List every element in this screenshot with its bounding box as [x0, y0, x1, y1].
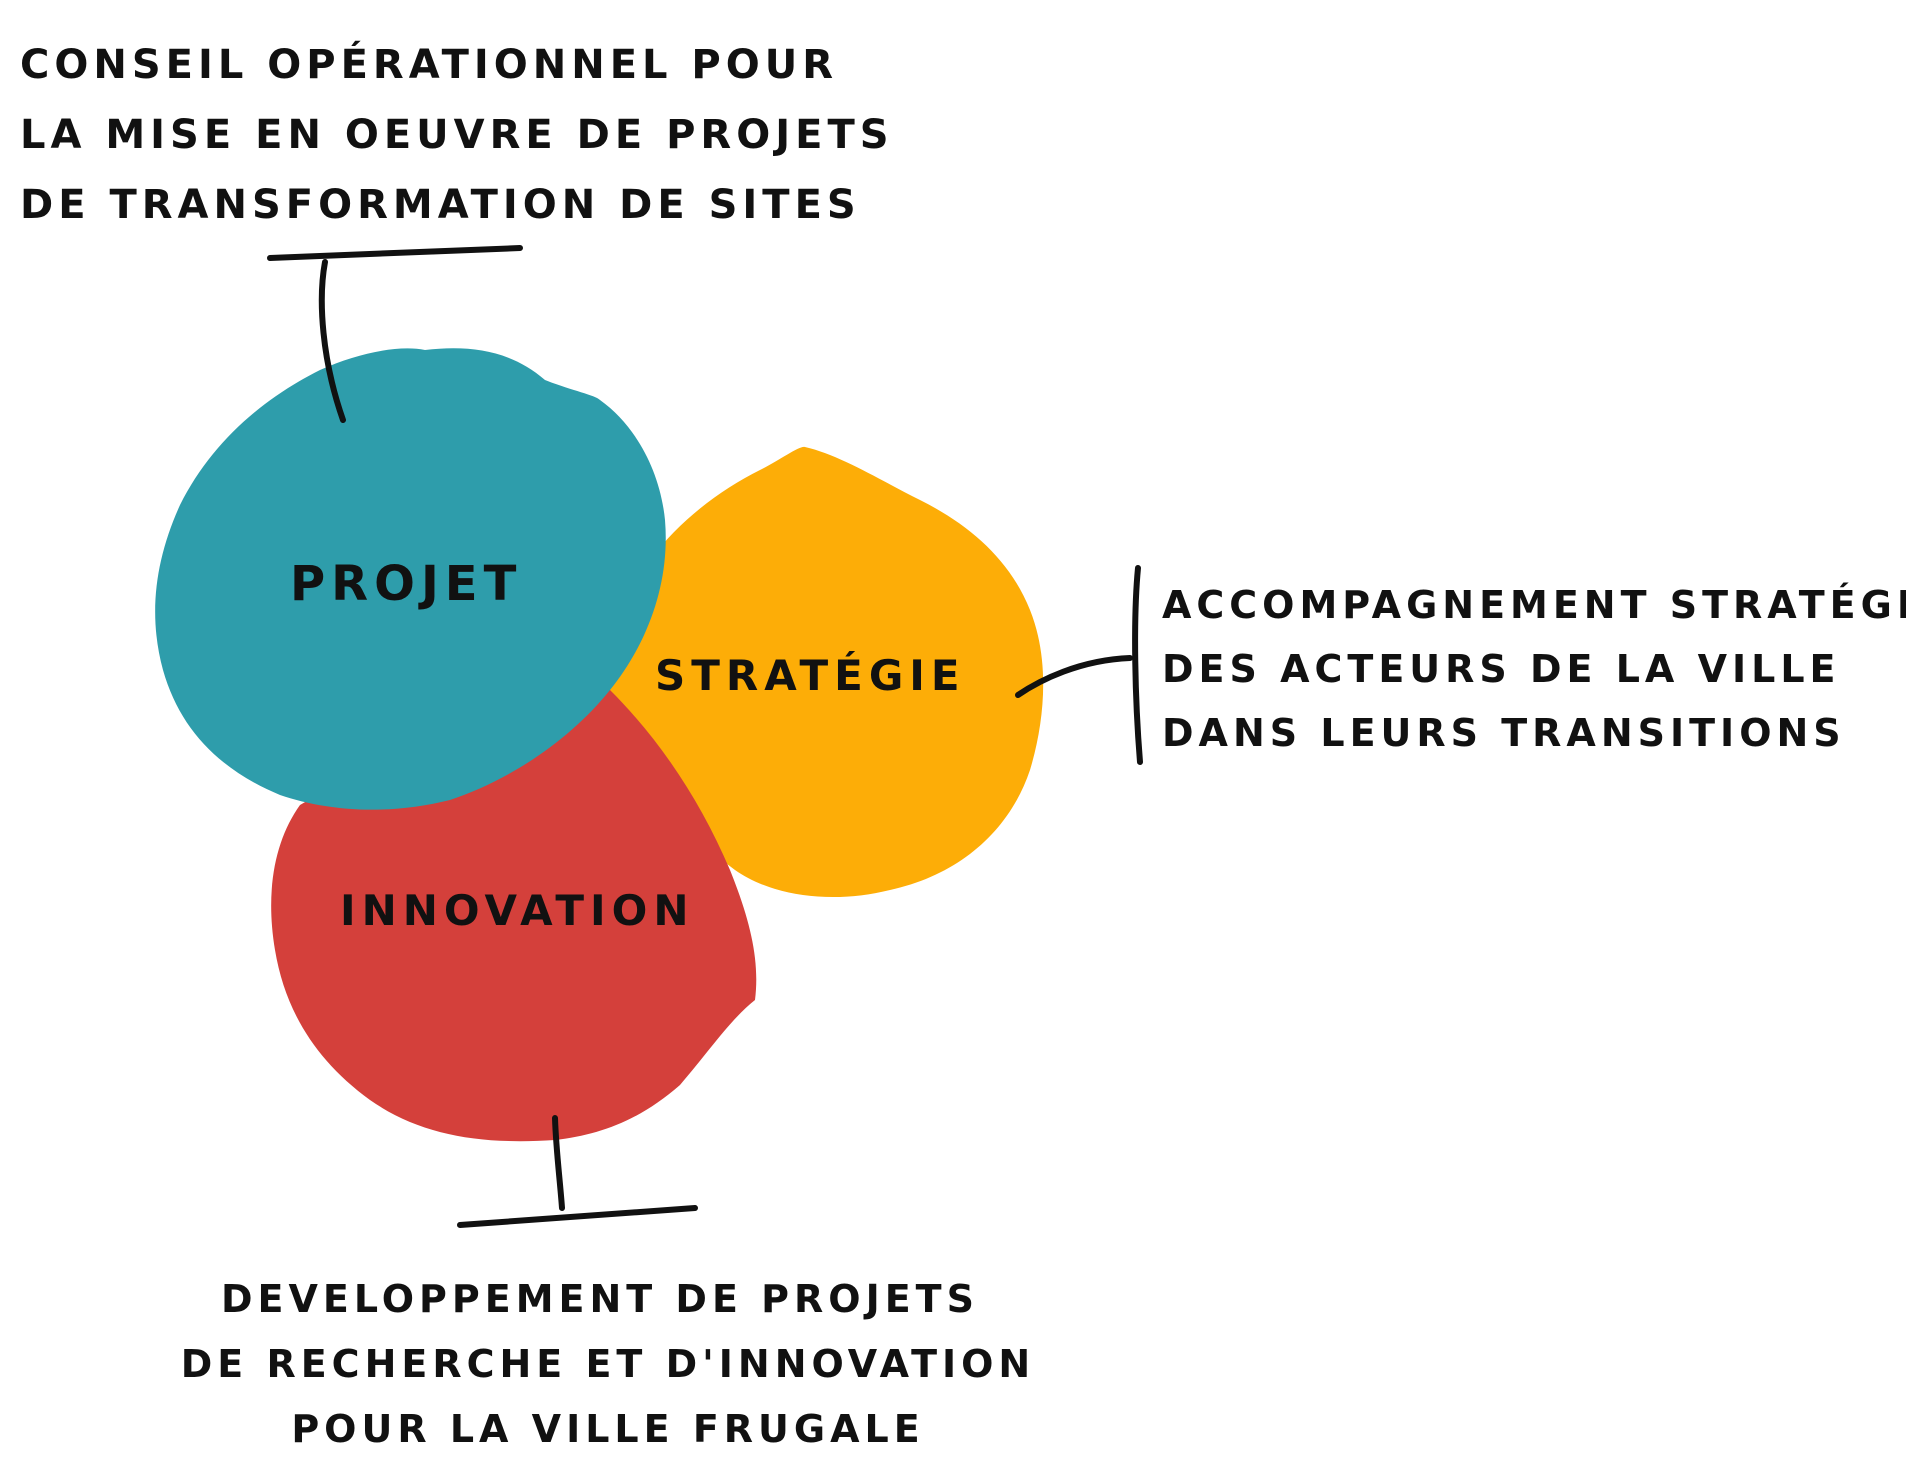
- projet-note-line-1: CONSEIL OPÉRATIONNEL POUR: [20, 40, 838, 88]
- strategie-note-line-1: ACCOMPAGNEMENT STRATÉGIQUE: [1162, 583, 1906, 627]
- strategie-note: ACCOMPAGNEMENT STRATÉGIQUE DES ACTEURS D…: [1162, 583, 1906, 755]
- strategie-note-line-2: DES ACTEURS DE LA VILLE: [1162, 647, 1841, 691]
- strategie-blob: [600, 446, 1044, 898]
- projet-note-line-3: DE TRANSFORMATION DE SITES: [20, 182, 861, 228]
- strategie-label: STRATÉGIE: [655, 650, 966, 700]
- innovation-note-line-2: DE RECHERCHE ET D'INNOVATION: [181, 1342, 1036, 1386]
- innovation-connector: [457, 1115, 698, 1228]
- innovation-note-line-1: DEVELOPPEMENT DE PROJETS: [221, 1277, 979, 1321]
- projet-note: CONSEIL OPÉRATIONNEL POUR LA MISE EN OEU…: [20, 40, 894, 228]
- innovation-note-line-3: POUR LA VILLE FRUGALE: [291, 1407, 924, 1451]
- strategie-connector: [1015, 565, 1143, 765]
- innovation-note: DEVELOPPEMENT DE PROJETS DE RECHERCHE ET…: [181, 1277, 1036, 1451]
- projet-note-line-2: LA MISE EN OEUVRE DE PROJETS: [20, 112, 894, 158]
- projet-label: PROJET: [290, 556, 522, 612]
- innovation-label: INNOVATION: [340, 886, 695, 935]
- strategie-note-line-3: DANS LEURS TRANSITIONS: [1162, 711, 1846, 755]
- projet-blob: [155, 348, 666, 810]
- projet-connector: [267, 245, 523, 423]
